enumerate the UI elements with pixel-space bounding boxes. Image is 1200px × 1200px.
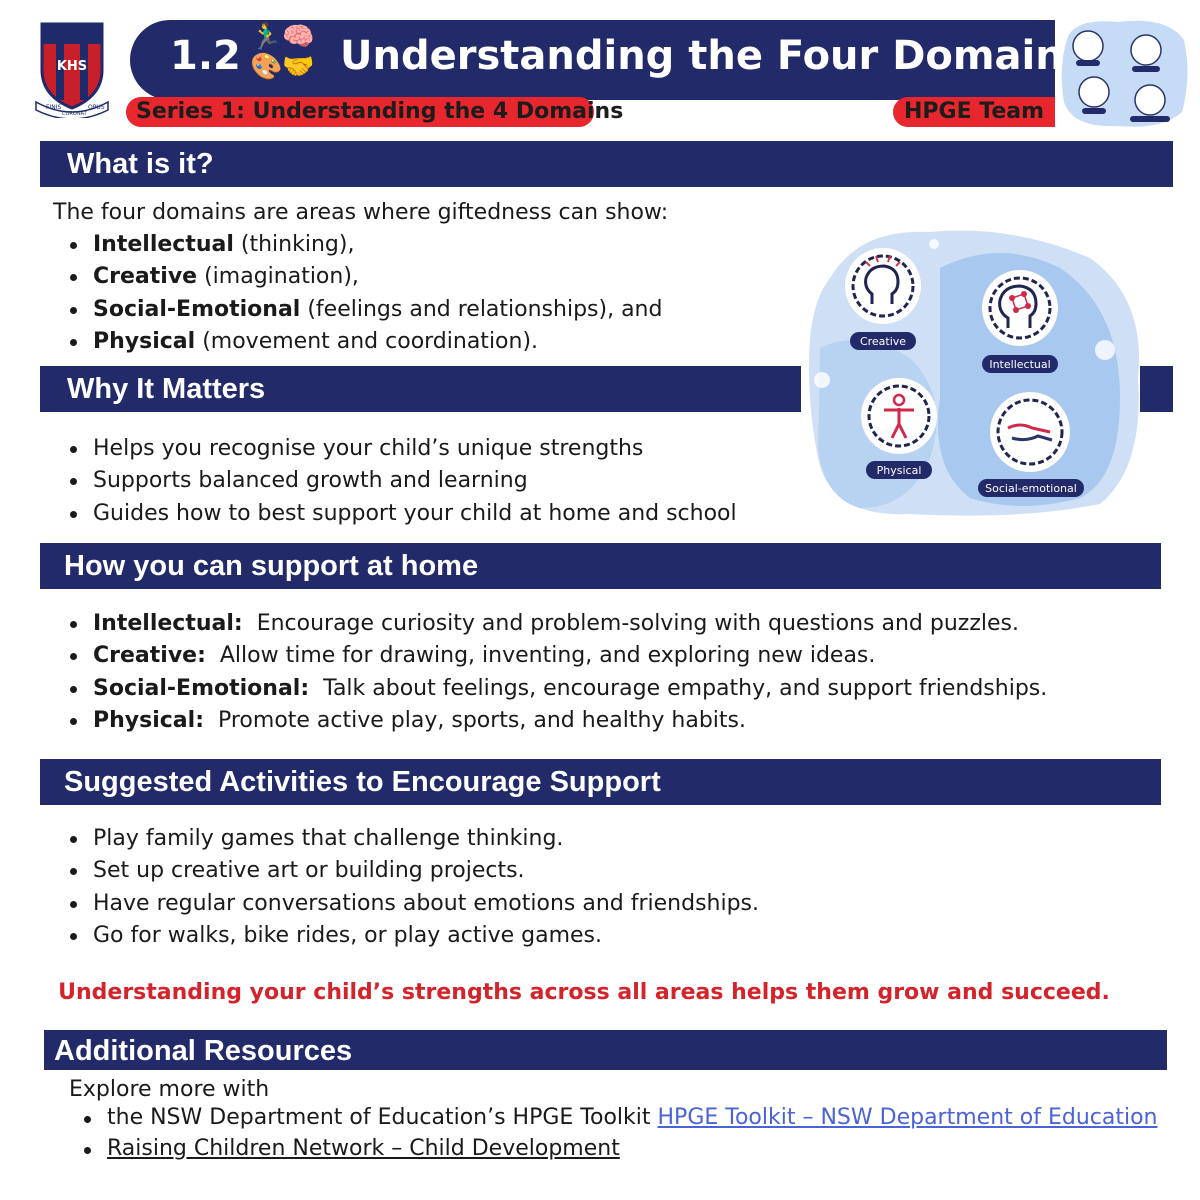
list-item: Creative (imagination),: [40, 261, 662, 293]
list-item: Go for walks, bike rides, or play active…: [40, 920, 759, 952]
list-item: Raising Children Network – Child Develop…: [54, 1134, 1157, 1165]
physical-label: Physical: [877, 464, 922, 477]
list-item: the NSW Department of Education’s HPGE T…: [54, 1103, 1157, 1134]
list-item: Play family games that challenge thinkin…: [40, 823, 759, 855]
social-emotional-label: Social-emotional: [985, 482, 1077, 495]
section-bar-tail: [1140, 366, 1173, 412]
list-item: Physical: Promote active play, sports, a…: [40, 705, 1047, 737]
team-badge: HPGE Team: [893, 97, 1055, 127]
list-item: Set up creative art or building projects…: [40, 855, 759, 887]
domains-list: Intellectual (thinking), Creative (imagi…: [40, 229, 662, 358]
domain-emoji-icons: 🏃‍♂️🧠🎨🤝: [250, 22, 315, 82]
support-list: Intellectual: Encourage curiosity and pr…: [40, 608, 1047, 737]
school-crest-logo: KHS FINIS CORONAT OPUS: [35, 22, 109, 118]
hpge-toolkit-link[interactable]: HPGE Toolkit – NSW Department of Educati…: [657, 1105, 1158, 1130]
svg-text:OPUS: OPUS: [88, 104, 105, 111]
list-item: Creative: Allow time for drawing, invent…: [40, 640, 1047, 672]
section-heading-what: What is it?: [40, 141, 1173, 187]
creative-label: Creative: [860, 335, 906, 348]
why-list: Helps you recognise your child’s unique …: [40, 433, 737, 530]
section-heading-why: Why It Matters: [40, 366, 801, 412]
list-item: Helps you recognise your child’s unique …: [40, 433, 737, 465]
series-badge: Series 1: Understanding the 4 Domains: [126, 97, 623, 127]
list-item: Intellectual: Encourage curiosity and pr…: [40, 608, 1047, 640]
section-heading-suggested: Suggested Activities to Encourage Suppor…: [40, 759, 1161, 805]
social-emotional-hands-icon: [990, 392, 1070, 472]
svg-text:KHS: KHS: [57, 59, 87, 74]
svg-text:FINIS: FINIS: [46, 104, 61, 111]
activities-list: Play family games that challenge thinkin…: [40, 823, 759, 952]
section-heading-resources: Additional Resources: [44, 1030, 1167, 1070]
list-item: Social-Emotional: Talk about feelings, e…: [40, 673, 1047, 705]
list-item: Guides how to best support your child at…: [40, 498, 737, 530]
intellectual-brain-icon: [982, 270, 1058, 346]
list-item: Supports balanced growth and learning: [40, 465, 737, 497]
title-banner: [130, 20, 1055, 100]
closing-statement: Understanding your child’s strengths acr…: [58, 980, 1110, 1005]
four-domains-graphic: Creative Intellectual Physical Social-em…: [809, 230, 1139, 516]
lesson-number: 1.2: [170, 33, 241, 79]
section-heading-how: How you can support at home: [40, 543, 1161, 589]
list-item: Physical (movement and coordination).: [40, 326, 662, 358]
physical-person-icon: [861, 378, 937, 454]
creative-head-icon: [845, 248, 921, 324]
list-item: Social-Emotional (feelings and relations…: [40, 294, 662, 326]
page-title: Understanding the Four Domains: [340, 33, 1088, 79]
svg-text:CORONAT: CORONAT: [62, 111, 88, 117]
domains-thumbnail-icon: [1061, 20, 1188, 127]
resources-list: the NSW Department of Education’s HPGE T…: [54, 1103, 1157, 1164]
list-item: Have regular conversations about emotion…: [40, 888, 759, 920]
what-intro-text: The four domains are areas where giftedn…: [53, 200, 669, 225]
intellectual-label: Intellectual: [989, 358, 1050, 371]
list-item: Intellectual (thinking),: [40, 229, 662, 261]
raising-children-link[interactable]: Raising Children Network – Child Develop…: [107, 1135, 620, 1161]
resources-intro: Explore more with: [69, 1077, 270, 1102]
